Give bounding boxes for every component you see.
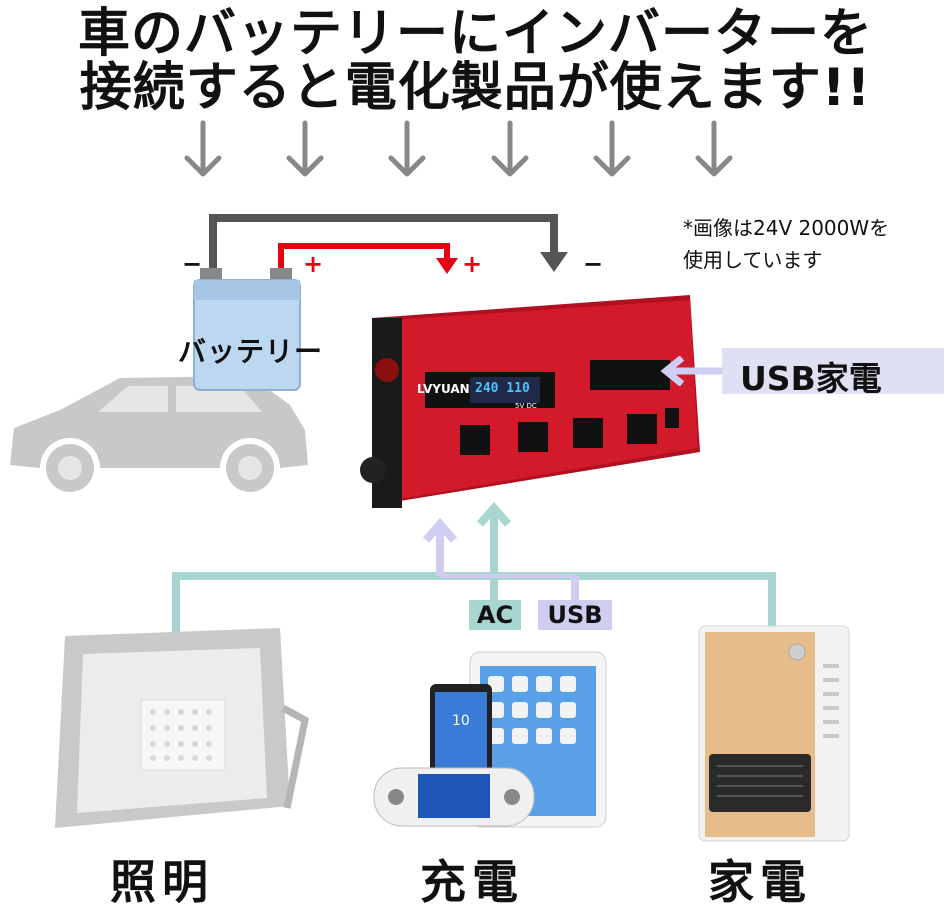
caption-charging: 充電 (420, 855, 524, 909)
ac-tag: AC (469, 600, 521, 630)
distribution-lines (172, 501, 776, 635)
down-arrows-row (184, 120, 733, 177)
note-line-1: *画像は24V 2000Wを (683, 216, 890, 240)
down-arrow-icon (184, 120, 222, 177)
heater-icon (698, 625, 850, 842)
down-arrow-icon (286, 120, 324, 177)
note-line-2: 使用しています (683, 248, 823, 272)
positive-arrow-icon (436, 258, 458, 274)
down-arrow-icon (695, 120, 733, 177)
headline-line-2: 接続すると電化製品が使えます!! (79, 58, 872, 118)
negative-cable (209, 214, 558, 272)
down-arrow-icon (491, 120, 529, 177)
down-arrow-icon (593, 120, 631, 177)
down-arrow-icon (388, 120, 426, 177)
inverter-positive-mark: + (462, 250, 483, 278)
usb-tag: USB (538, 600, 612, 630)
negative-arrow-icon (540, 252, 568, 272)
floodlight-icon (55, 628, 309, 828)
connection-diagram (10, 214, 700, 508)
left-arrow-icon (660, 356, 722, 386)
positive-cable (278, 243, 450, 272)
inverter-sub-label: 5V DC (515, 402, 537, 410)
battery-negative-mark: − (182, 250, 203, 278)
headline-line-1: 車のバッテリーにインバーターを (77, 4, 873, 64)
image-note: *画像は24V 2000Wを 使用しています (683, 212, 889, 276)
battery-positive-mark: + (303, 250, 324, 278)
devices-icon: 10 (373, 651, 607, 828)
phone-clock: 10 (452, 713, 470, 729)
inverter-icon (360, 295, 700, 508)
inverter-brand: LVYUAN (417, 382, 470, 396)
inverter-display: 240 110 (475, 381, 530, 396)
usb-appliance-label: USB家電 (740, 359, 882, 398)
usb-appliance-banner: USB家電 (722, 348, 944, 398)
caption-appliance: 家電 (708, 855, 812, 909)
inverter-negative-mark: − (583, 250, 604, 278)
caption-lighting: 照明 (110, 855, 214, 909)
battery-label: バッテリー (178, 335, 324, 368)
car-silhouette-icon (10, 376, 308, 492)
battery-icon (193, 268, 301, 391)
